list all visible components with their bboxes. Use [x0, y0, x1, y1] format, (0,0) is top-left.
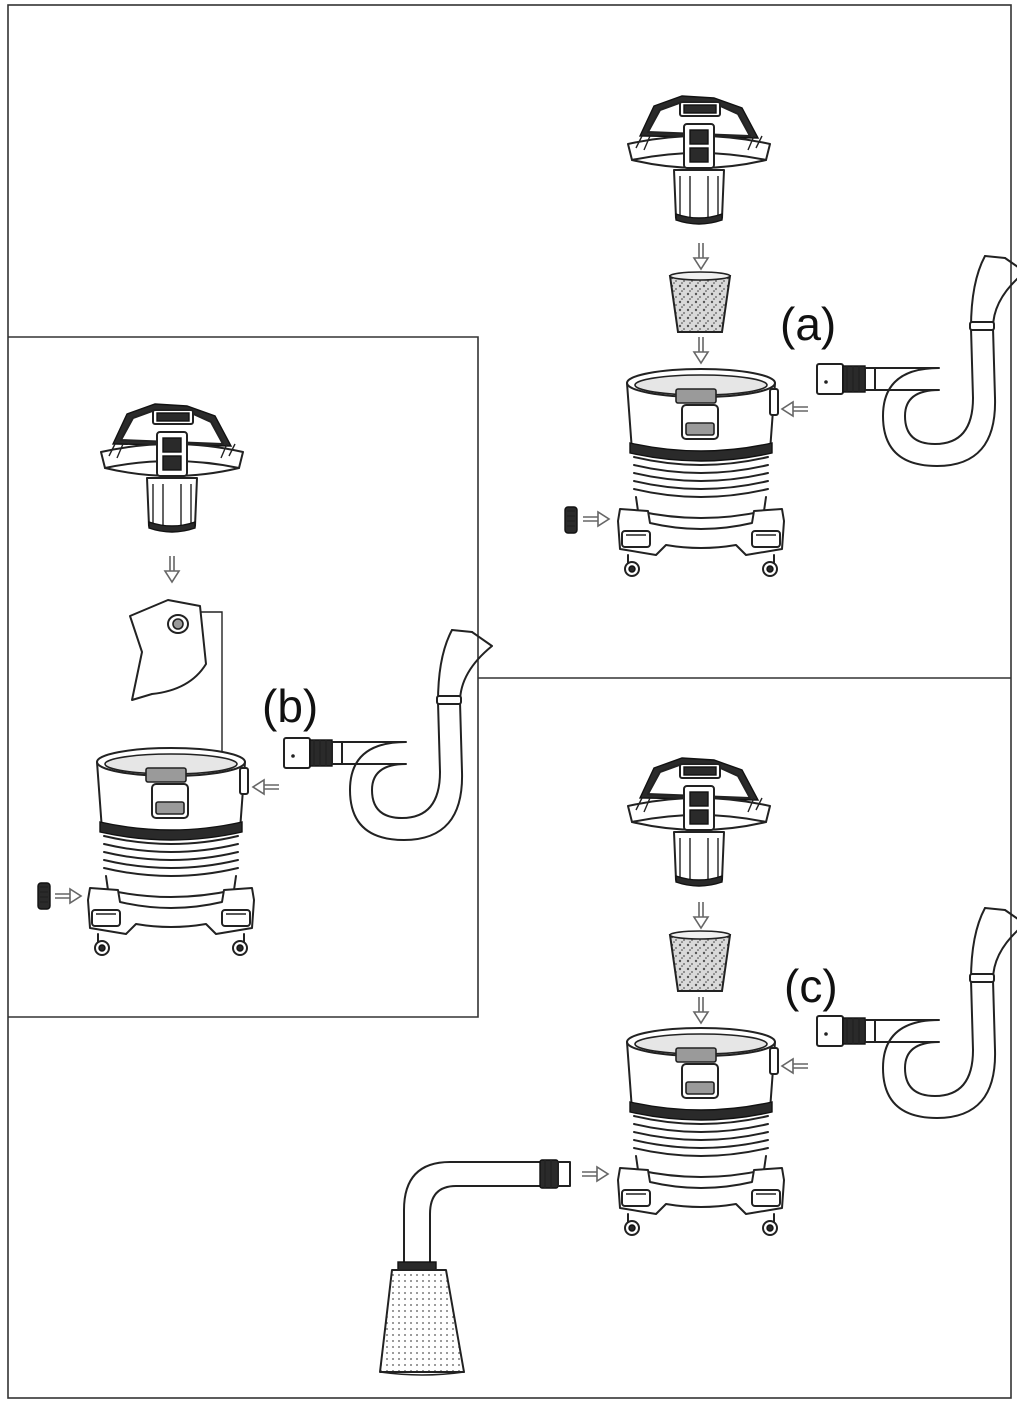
arrow-icon	[693, 996, 709, 1024]
cartridge-filter-icon	[669, 930, 731, 992]
suction-hose-icon	[816, 907, 1017, 1119]
panel-label-c: (c)	[784, 960, 838, 1012]
arrow-icon	[693, 242, 709, 270]
arrow-icon	[693, 901, 709, 929]
arrow-icon	[781, 1058, 809, 1074]
vacuum-head-icon	[100, 403, 244, 533]
arrow-icon	[581, 1166, 609, 1182]
panel-label-b: (b)	[262, 680, 318, 732]
cartridge-filter-icon	[669, 271, 731, 333]
suction-hose-icon	[816, 255, 1017, 467]
vacuum-tank-icon	[617, 1027, 785, 1236]
blower-plug-icon	[37, 882, 51, 910]
arrow-icon	[54, 888, 82, 904]
panel-label-a: (a)	[780, 298, 836, 350]
vacuum-head-icon	[627, 95, 771, 225]
arrow-icon	[781, 401, 809, 417]
dust-bag-icon	[129, 599, 223, 766]
vacuum-head-icon	[627, 757, 771, 887]
arrow-icon	[693, 336, 709, 364]
panel-frames	[7, 4, 1012, 1399]
blowing-hose-bag-icon	[379, 1159, 571, 1376]
panel-c: (c)	[379, 757, 1017, 1376]
panel-b: (b)	[37, 403, 493, 956]
arrow-icon	[164, 555, 180, 583]
vacuum-tank-icon	[617, 368, 785, 577]
suction-hose-icon	[283, 629, 493, 841]
panel-a: (a)	[564, 95, 1017, 577]
arrow-icon	[252, 779, 280, 795]
blower-plug-icon	[564, 506, 578, 534]
vacuum-tank-icon	[87, 747, 255, 956]
arrow-icon	[582, 511, 610, 527]
